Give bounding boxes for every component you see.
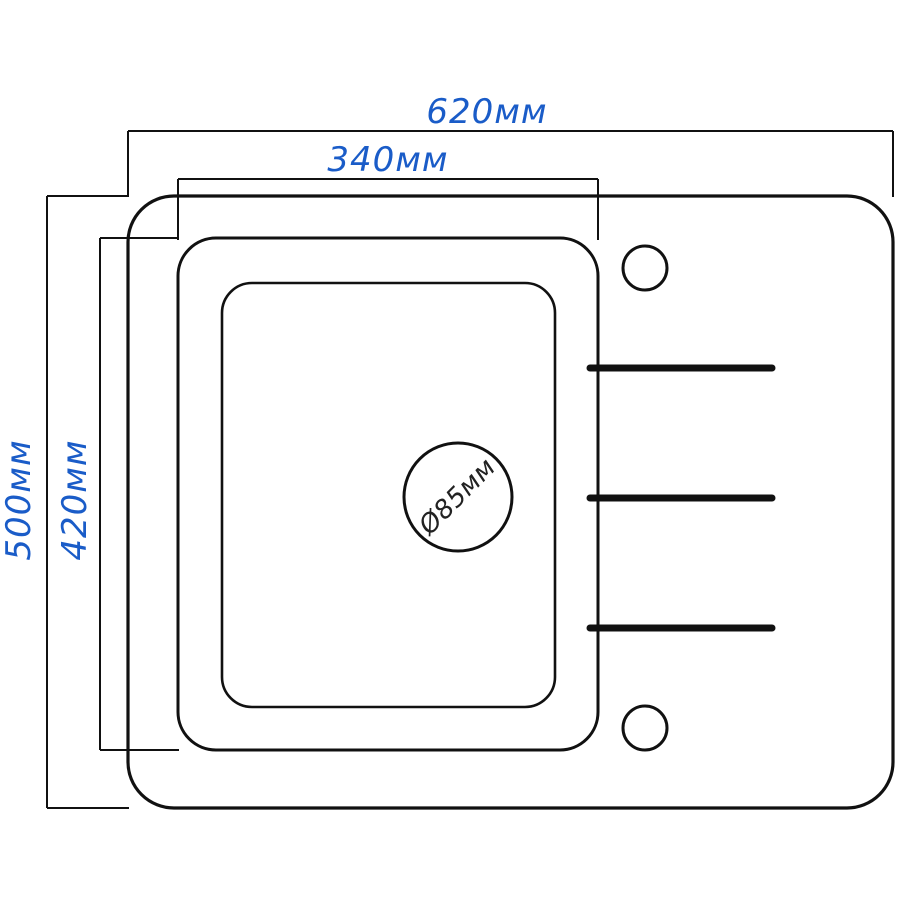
dimension-inner-width: 340мм: [177, 140, 599, 240]
drain-hole-circle: [402, 441, 514, 553]
sink-body-outline: [126, 194, 895, 810]
outer-height-label: 500мм: [0, 439, 39, 560]
bowl-inner-wall: [220, 281, 557, 709]
outer-width-label: 620мм: [426, 92, 547, 132]
mount-hole-bottom-circle: [621, 704, 669, 752]
mount-hole-top-circle: [621, 244, 669, 292]
dimension-inner-height: 420мм: [55, 237, 179, 751]
dimension-outer-height: 500мм: [0, 195, 129, 809]
bowl-outer-rim: [176, 236, 600, 752]
inner-width-label: 340мм: [327, 140, 448, 180]
drain-diameter-label: Ø85мм: [413, 452, 502, 541]
inner-height-label: 420мм: [55, 439, 95, 560]
dimension-outer-width: 620мм: [127, 92, 894, 197]
